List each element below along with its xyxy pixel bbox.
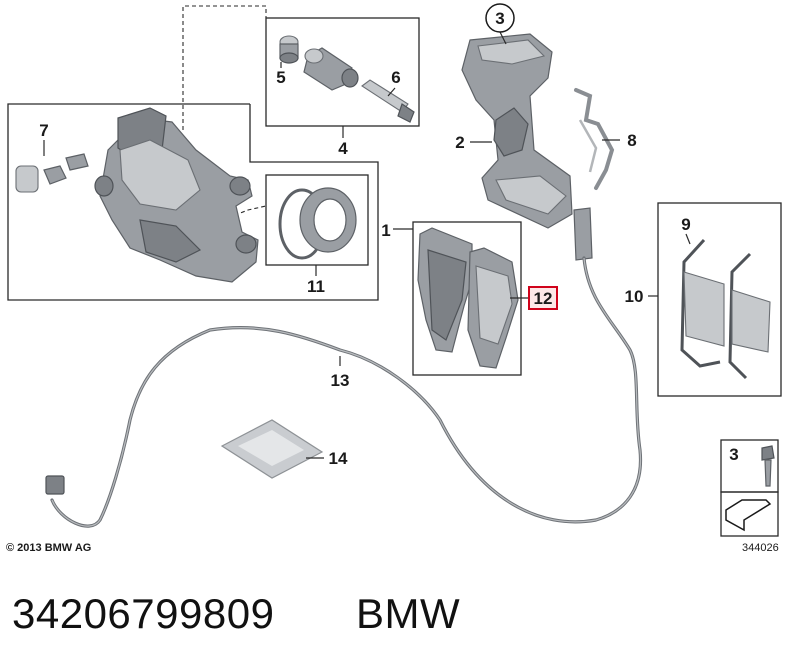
diagram-number: 344026 [742, 542, 779, 554]
callout-10: 10 [625, 287, 644, 306]
caliper-bracket-illustration [461, 33, 573, 229]
brand-name: BMW [356, 590, 461, 637]
callout-2: 2 [455, 133, 464, 152]
callout-4: 4 [338, 139, 348, 158]
leader-3 [499, 31, 507, 45]
dashed-link-guide [182, 5, 267, 130]
callout-6: 6 [391, 68, 400, 87]
callout-12-highlight [528, 286, 558, 310]
callout-3: 3 [495, 9, 504, 28]
legend-frame-arrow [720, 491, 779, 537]
group-frame-caliper [7, 103, 379, 301]
callout-13: 13 [331, 371, 350, 390]
callout-11: 11 [307, 277, 325, 296]
brake-pads-illustration [417, 227, 519, 369]
callout-5: 5 [276, 68, 285, 87]
group-frame-piston-seal [265, 174, 369, 266]
leader-9 [685, 233, 691, 245]
callout-9: 9 [681, 215, 690, 234]
guide-bolt-illustration [361, 79, 415, 123]
grease-packet-illustration [220, 419, 324, 479]
piston-seal-illustration [278, 187, 357, 260]
callout-12: 12 [534, 289, 553, 308]
leader-6 [387, 87, 396, 97]
callout-8: 8 [627, 131, 636, 150]
part-number: 34206799809 [12, 590, 275, 637]
callout-3-circle [485, 3, 515, 33]
spring-clips-illustration [680, 238, 771, 380]
bleeder-screw-illustration [15, 153, 89, 193]
guide-bushing-illustration [279, 35, 299, 64]
callout-7: 7 [39, 121, 48, 140]
group-frame-spring-kit [657, 202, 782, 397]
anti-rattle-spring-illustration [574, 88, 615, 190]
wear-sensor-illustration [45, 207, 643, 528]
callout-14: 14 [329, 449, 348, 468]
callout-1: 1 [381, 221, 390, 240]
copyright-notice: © 2013 BMW AG [6, 542, 92, 554]
brake-caliper-illustration [94, 107, 259, 283]
bolt-legend-icon [761, 445, 775, 487]
arrow-legend-icon [725, 499, 772, 532]
guide-sleeve-illustration [303, 47, 359, 91]
legend-callout-3: 3 [729, 445, 738, 464]
